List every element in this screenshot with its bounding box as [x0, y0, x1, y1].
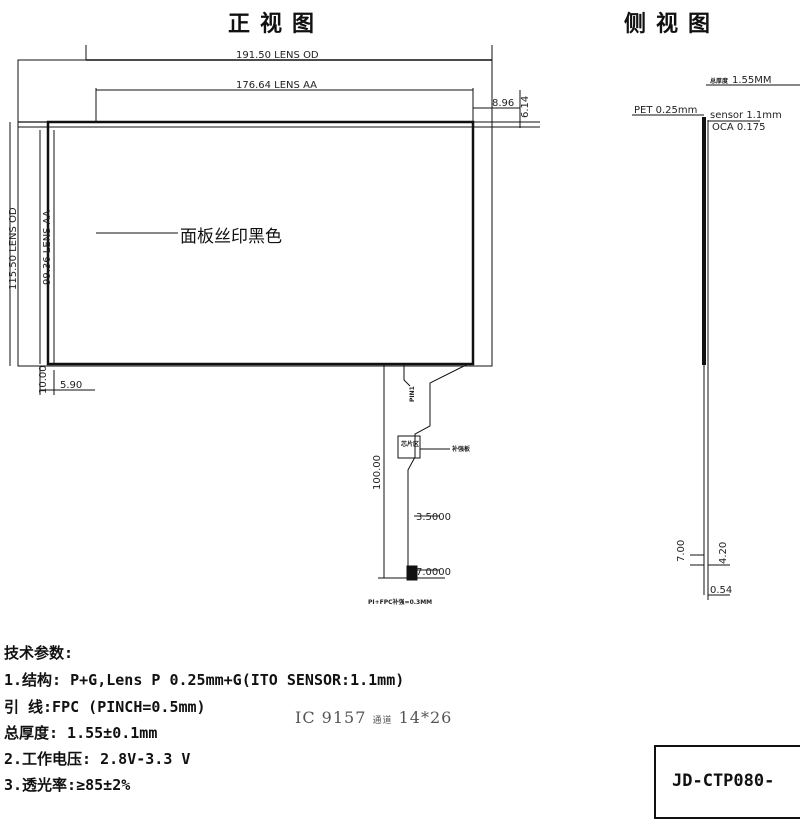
side-oca-label: OCA 0.175 — [712, 122, 766, 133]
spec-line-3: 总厚度: 1.55±0.1mm — [4, 724, 158, 742]
chip-area — [397, 435, 421, 459]
dim-left-margin: 5.90 — [60, 380, 82, 391]
fpc-stiffener-note: PI+FPC补强=0.3MM — [368, 598, 432, 606]
chip-label: 芯片区 — [401, 440, 419, 448]
side-total-thickness-note: 总厚度 — [710, 77, 729, 85]
side-sensor-label: sensor 1.1mm — [710, 110, 782, 121]
side-stiffener-length: 4.20 — [718, 542, 729, 564]
dim-lens-od-width: 191.50 LENS OD — [236, 50, 319, 61]
fpc-marker-label: PIN1 — [409, 386, 416, 402]
side-total-thickness: 1.55MM — [732, 75, 772, 86]
spec-line-1: 1.结构: P+G,Lens P 0.25mm+G(ITO SENSOR:1.1… — [4, 671, 405, 689]
front-view-title: 正视图 — [228, 12, 325, 37]
chip-callout: 补强板 — [451, 445, 471, 453]
dim-fpc-width-1: 3.5000 — [416, 512, 451, 523]
spec-line-4: 2.工作电压: 2.8V-3.3 V — [4, 750, 191, 768]
specs-heading: 技术参数: — [4, 644, 74, 662]
ic-channels: 14*26 — [398, 708, 453, 727]
side-fpc-length: 7.00 — [676, 540, 687, 562]
ic-channel-word: 通道 — [372, 716, 393, 726]
dim-offset-top: 6.14 — [520, 96, 531, 118]
technical-drawing: 191.50 LENS OD 176.64 LENS AA 8.96 6.14 … — [8, 45, 800, 606]
dim-lens-aa-height: 99.36 LENS AA — [42, 210, 53, 285]
spec-line-2: 引 线:FPC (PINCH=0.5mm) — [4, 698, 206, 716]
side-pet-label: PET 0.25mm — [634, 105, 697, 116]
part-number-box: JD-CTP080- — [654, 745, 800, 819]
silkscreen-callout: 面板丝印黑色 — [180, 227, 282, 247]
side-view-title: 侧视图 — [624, 12, 721, 37]
part-number: JD-CTP080- — [672, 771, 775, 791]
dim-lens-od-height: 115.50 LENS OD — [8, 207, 19, 290]
dim-fpc-length: 100.00 — [372, 455, 383, 490]
ic-model: IC 9157 — [295, 708, 367, 727]
spec-line-5: 3.透光率:≥85±2% — [4, 776, 131, 794]
ic-note: IC 9157 通道 14*26 — [295, 708, 452, 727]
dim-bottom-margin: 10.00 — [38, 365, 49, 394]
dim-lens-aa-width: 176.64 LENS AA — [236, 80, 317, 91]
fpc-pin1-marker — [406, 565, 418, 581]
dim-fpc-width-2: 7.0000 — [416, 567, 451, 578]
side-stiffener-thickness: 0.54 — [710, 585, 732, 596]
lens-od-outline — [17, 59, 493, 367]
dim-offset-right: 8.96 — [492, 98, 514, 109]
